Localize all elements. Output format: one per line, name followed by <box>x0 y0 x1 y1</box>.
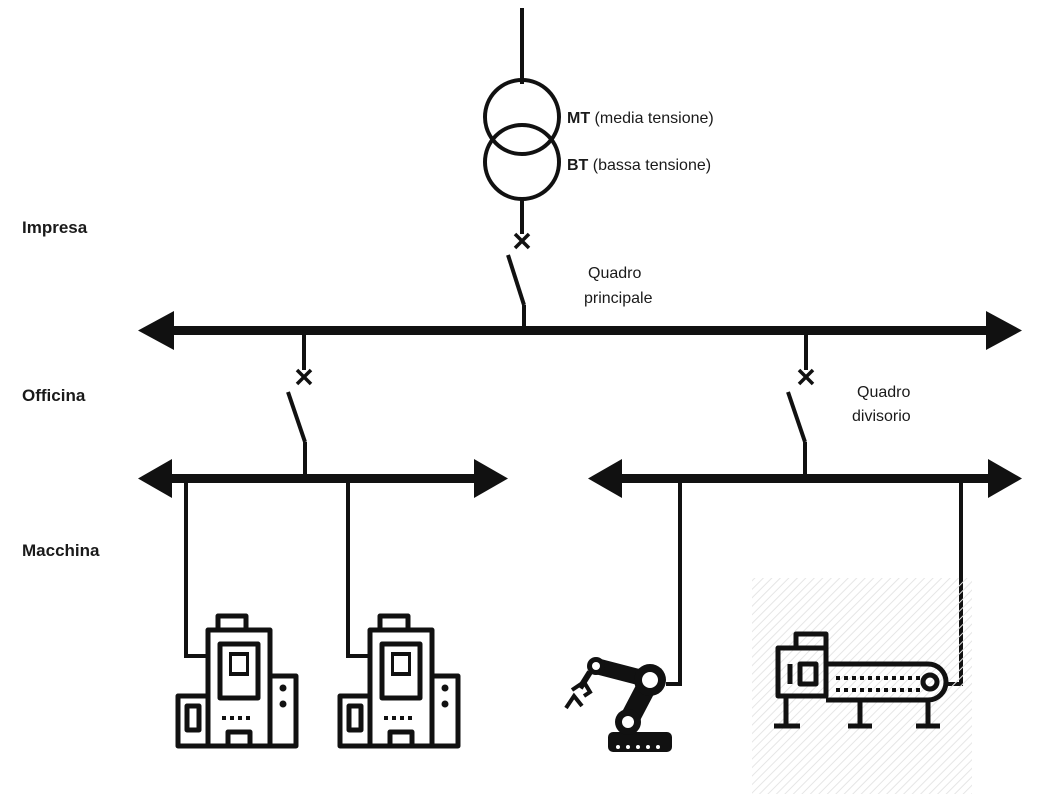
conveyor-belt-icon <box>752 578 972 794</box>
belt-dot <box>868 676 872 680</box>
press-machine-icon <box>175 613 299 749</box>
belt-dot <box>860 688 864 692</box>
belt-dot <box>884 688 888 692</box>
transformer-mt-label: MT (media tensione) <box>567 110 714 127</box>
belt-dot <box>836 688 840 692</box>
right-breaker-switch <box>786 391 807 443</box>
belt-dot <box>916 688 920 692</box>
belt-dot <box>868 688 872 692</box>
belt-dot <box>844 676 848 680</box>
left-breaker-x-icon <box>295 368 313 386</box>
belt-dot <box>876 688 880 692</box>
belt-dot <box>892 688 896 692</box>
right-breaker-x-icon <box>797 368 815 386</box>
belt-dot <box>900 676 904 680</box>
main-panel-label-line2: principale <box>584 290 653 307</box>
level-label-impresa: Impresa <box>22 218 88 237</box>
transformer-symbol <box>483 78 561 201</box>
belt-dot <box>836 676 840 680</box>
main-breaker-switch <box>506 254 526 306</box>
belt-dot <box>884 676 888 680</box>
main-busbar <box>138 311 1022 350</box>
sub-panel-label-line1: Quadro <box>857 384 910 401</box>
left-breaker-switch <box>286 391 307 443</box>
robot-arm-icon <box>564 657 672 752</box>
belt-dot <box>892 676 896 680</box>
belt-dot <box>852 688 856 692</box>
press-machine-icon <box>337 613 461 749</box>
conveyor-rollers <box>836 676 920 692</box>
belt-dot <box>844 688 848 692</box>
belt-dot <box>860 676 864 680</box>
belt-dot <box>916 676 920 680</box>
belt-dot <box>908 676 912 680</box>
level-label-macchina: Macchina <box>22 541 100 560</box>
belt-dot <box>900 688 904 692</box>
belt-dot <box>908 688 912 692</box>
right-sub-busbar <box>588 459 1022 498</box>
level-label-officina: Officina <box>22 386 86 405</box>
main-panel-label-line1: Quadro <box>588 265 641 282</box>
transformer-bt-label: BT (bassa tensione) <box>567 157 711 174</box>
drop-line-press-1 <box>184 483 206 658</box>
sub-panel-label-line2: divisorio <box>852 408 911 425</box>
belt-dot <box>876 676 880 680</box>
main-breaker-x-icon <box>513 232 531 250</box>
drop-line-press-2 <box>346 483 370 658</box>
belt-dot <box>852 676 856 680</box>
drop-line-robot <box>666 483 682 686</box>
left-sub-busbar <box>138 459 508 498</box>
